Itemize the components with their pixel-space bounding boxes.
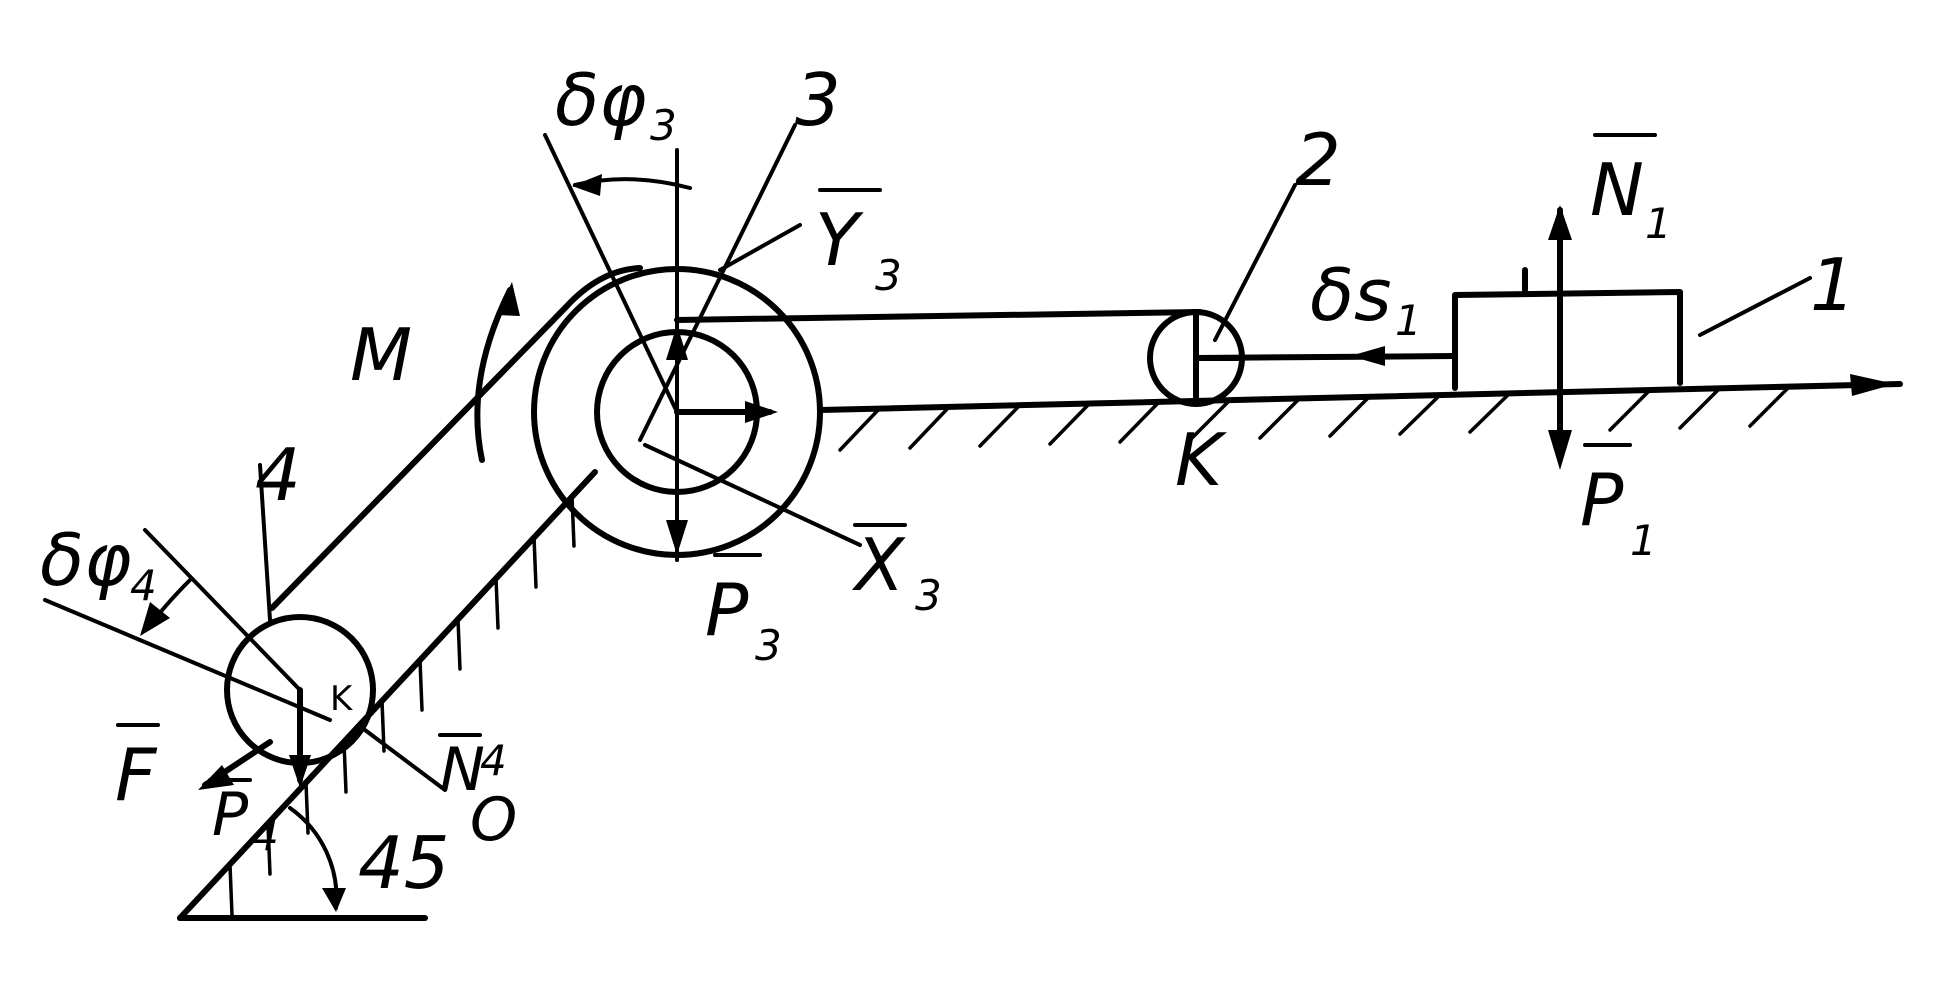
N1-arrowhead bbox=[1548, 205, 1572, 240]
label-X3-sub: 3 bbox=[915, 571, 942, 620]
label-body4: 4 bbox=[255, 433, 301, 517]
body1-block bbox=[1452, 289, 1683, 391]
horizontal-ground-hatching bbox=[838, 384, 1792, 452]
incline-hatching bbox=[228, 494, 576, 917]
delta-s1-arrowhead bbox=[1350, 346, 1385, 366]
P4-arrowhead bbox=[289, 755, 311, 788]
Y3-leader bbox=[718, 223, 802, 272]
body1-leader bbox=[1698, 276, 1812, 337]
label-K-right: K bbox=[1175, 418, 1227, 502]
cord-upper bbox=[674, 309, 1203, 323]
label-delta-s1: δs bbox=[1310, 253, 1392, 337]
inclined-plane-line bbox=[177, 469, 598, 921]
label-N1: N bbox=[1590, 148, 1644, 232]
label-delta-phi4: δφ bbox=[40, 518, 132, 602]
P1-arrowhead bbox=[1548, 430, 1572, 470]
label-X3: X bbox=[851, 523, 906, 607]
body4-reference-line bbox=[43, 598, 332, 722]
P3-arrowhead bbox=[666, 520, 688, 555]
label-P3: P bbox=[705, 568, 749, 652]
label-delta-phi4-sub: 4 bbox=[130, 561, 157, 610]
label-body3: 3 bbox=[795, 58, 841, 142]
belt-wrap bbox=[563, 265, 643, 310]
label-Y3-sub: 3 bbox=[875, 251, 902, 300]
moment-arc bbox=[474, 287, 513, 463]
label-body2: 2 bbox=[1295, 118, 1341, 202]
ground-axis-arrow bbox=[1850, 374, 1895, 396]
F-arrowhead bbox=[198, 765, 234, 790]
delta-phi4-arrowhead bbox=[140, 602, 170, 636]
label-body1: 1 bbox=[1810, 243, 1856, 327]
belt-upper bbox=[269, 304, 569, 611]
label-delta-s1-sub: 1 bbox=[1395, 296, 1422, 345]
delta-phi3-arrowhead bbox=[572, 174, 602, 196]
label-moment: M bbox=[350, 313, 412, 397]
label-F: F bbox=[115, 733, 158, 817]
body4-leader bbox=[258, 463, 272, 622]
label-K-left: K bbox=[330, 679, 354, 719]
X3-leader bbox=[643, 443, 862, 547]
label-P4-sub: 4 bbox=[252, 811, 279, 860]
label-N1-sub: 1 bbox=[1645, 199, 1672, 248]
N4-line bbox=[363, 728, 447, 792]
body2-leader bbox=[1213, 183, 1297, 342]
label-N4: N bbox=[440, 735, 485, 805]
label-O: O bbox=[470, 785, 517, 855]
label-P1-sub: 1 bbox=[1630, 516, 1657, 565]
label-P4: P bbox=[212, 780, 249, 850]
body4-rotated-line bbox=[143, 528, 302, 692]
body3-leader bbox=[638, 123, 797, 442]
body3-rotated-line bbox=[543, 133, 679, 414]
angle-arc-arrowhead bbox=[322, 888, 346, 912]
label-N4-sub: 4 bbox=[480, 736, 507, 785]
label-P1: P bbox=[1580, 458, 1624, 542]
label-delta-phi3: δφ bbox=[555, 58, 647, 142]
X3-arrowhead bbox=[745, 401, 778, 423]
label-Y3: Y bbox=[815, 198, 864, 282]
label-angle: 45 bbox=[358, 821, 450, 905]
label-delta-phi3-sub: 3 bbox=[650, 101, 677, 150]
label-P3-sub: 3 bbox=[755, 621, 782, 670]
moment-arrowhead bbox=[496, 282, 520, 316]
